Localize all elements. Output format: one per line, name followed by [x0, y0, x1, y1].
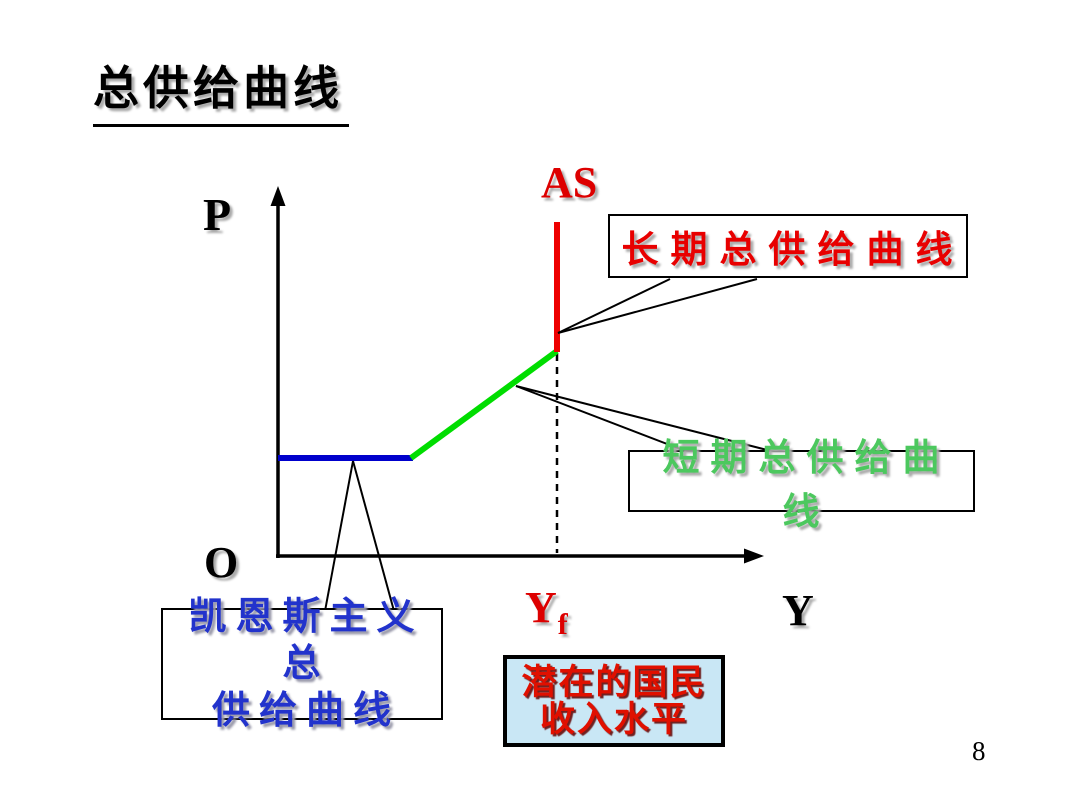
keynesian-callout-line1: 凯恩斯主义总: [188, 595, 424, 685]
y-axis-label: P: [203, 189, 232, 240]
long-run-callout-connector-right: [557, 278, 758, 334]
short-run-callout-text: 短期总供给曲线: [662, 437, 951, 532]
page-number: 8: [972, 736, 986, 766]
x-axis-arrow-icon: [744, 548, 764, 564]
y-axis-arrow-icon: [270, 186, 286, 206]
long-run-callout-box: 长期总供给曲线: [608, 214, 968, 278]
short-run-upward-segment: [409, 348, 559, 461]
potential-income-box: 潜在的国民 收入水平: [503, 655, 725, 747]
keynesian-callout-connector-right: [352, 460, 395, 612]
keynesian-callout-connector-left: [324, 460, 354, 612]
long-run-callout-text: 长期总供给曲线: [621, 229, 965, 270]
short-run-callout-box: 短期总供给曲线: [628, 437, 975, 532]
slide-title: 总供给曲线: [93, 52, 349, 127]
yf-subscript: f: [557, 608, 568, 641]
keynesian-callout-box: 凯恩斯主义总 供给曲线: [161, 596, 443, 732]
potential-income-line2: 收入水平: [539, 700, 688, 739]
as-curve-label: AS: [541, 158, 598, 207]
yf-base: Y: [525, 583, 557, 632]
x-axis-label: Y: [782, 586, 814, 635]
short-run-callout-connector-left: [515, 385, 689, 453]
yf-marker-label: Yf: [525, 583, 568, 640]
origin-label: O: [204, 538, 239, 587]
short-run-callout-connector-right: [515, 385, 776, 453]
potential-income-line1: 潜在的国民: [521, 663, 707, 702]
long-run-callout-connector-left: [557, 278, 671, 334]
keynesian-callout-line2: 供给曲线: [211, 689, 400, 732]
